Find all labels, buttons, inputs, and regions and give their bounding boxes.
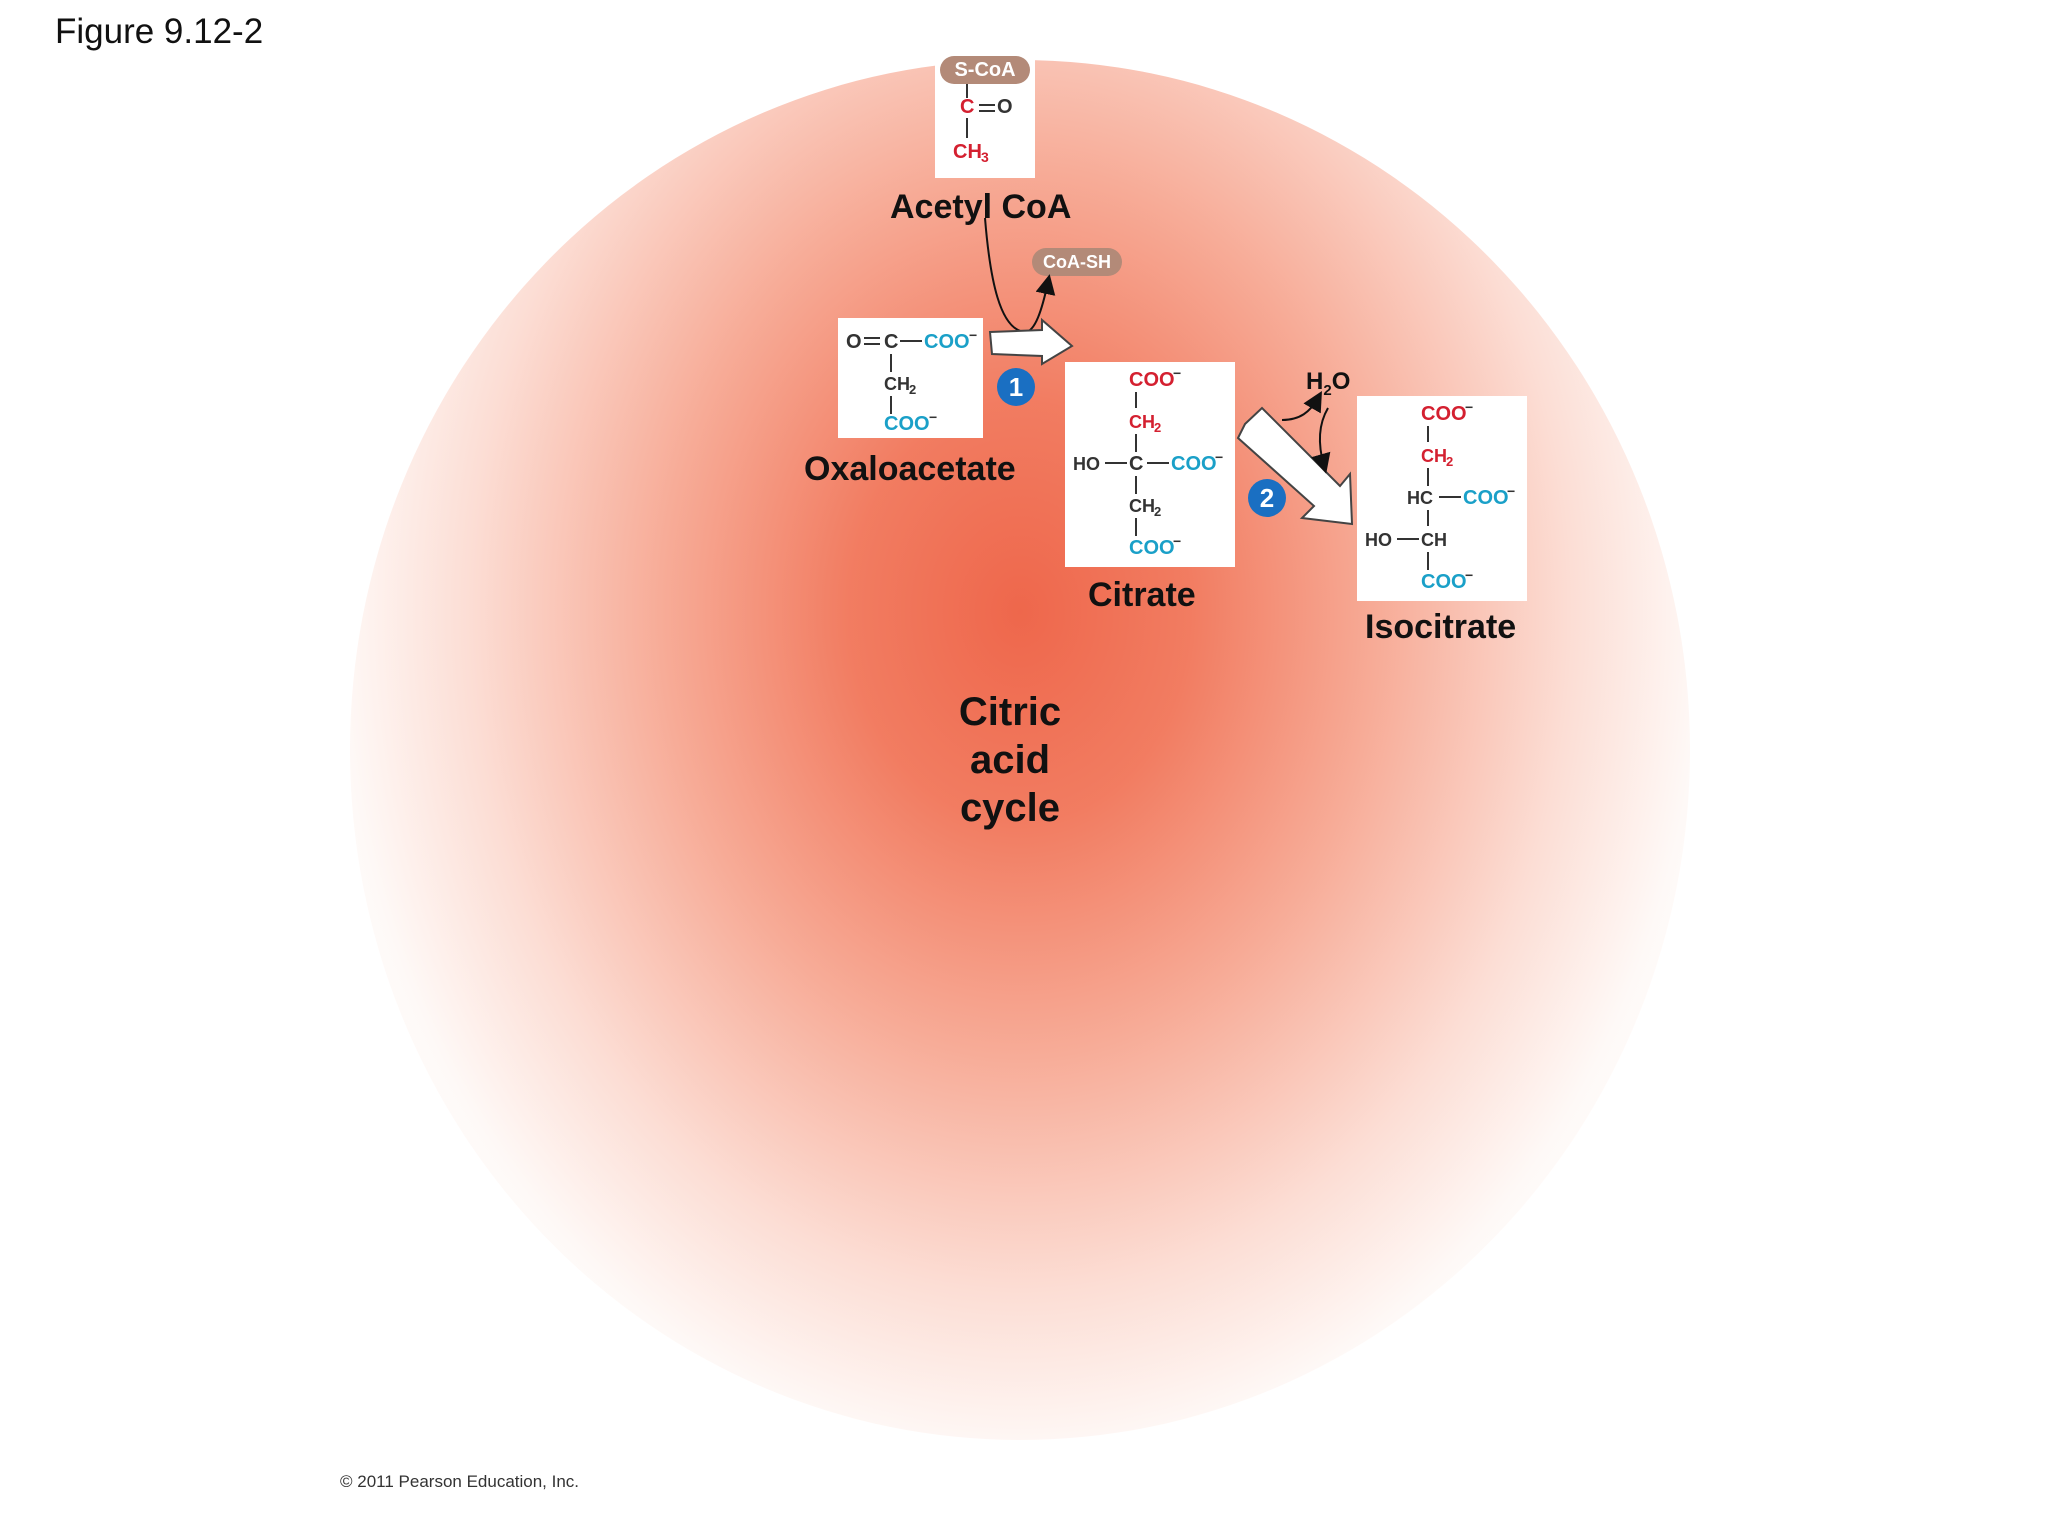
isocitrate-hc: HC [1407,488,1433,508]
water-sub: 2 [1323,381,1332,399]
coa-sh-pill: CoA-SH [1032,248,1122,276]
oxalo-coo-top: COO [924,331,970,353]
isocitrate-ch2: CH [1421,446,1447,466]
citric-acid-cycle-label: Citric acid cycle [920,688,1100,832]
citrate-ch2-top-sub: 2 [1154,420,1161,435]
oxaloacetate-label: Oxaloacetate [804,450,1016,488]
isocitrate-ho: HO [1365,530,1392,550]
isocitrate-coo-bottom-charge: − [1465,567,1473,583]
oxalo-coo-bottom: COO [884,413,930,435]
citrate-coo-bottom-charge: − [1173,533,1181,549]
water-h: H [1306,368,1324,395]
citrate-ch2-bottom: CH [1129,496,1155,516]
oxalo-coo-bottom-charge: − [929,409,937,425]
oxalo-o-atom: O [846,331,862,353]
acetyl-coa-svg: C O CH 3 [953,78,1013,165]
oxaloacetate-structure: O C COO − CH 2 COO − [838,318,983,438]
citrate-ch2-bottom-sub: 2 [1154,504,1161,519]
isocitrate-ch2-sub: 2 [1446,454,1453,469]
citrate-ho: HO [1073,454,1100,474]
citrate-structure: COO − CH 2 HO C COO − CH 2 COO − [1065,362,1235,567]
isocitrate-svg: COO − CH 2 HC COO − HO CH COO − [1365,399,1515,593]
isocitrate-ch: CH [1421,530,1447,550]
oxalo-ch2-atom: CH [884,374,910,394]
copyright-notice: © 2011 Pearson Education, Inc. [340,1472,580,1491]
water-label: H2O [1306,368,1350,399]
center-label-line-2: acid [969,738,1051,782]
oxalo-c-atom: C [884,331,898,353]
oxalo-ch2-subscript: 2 [909,382,916,397]
isocitrate-coo-right: COO [1463,487,1509,509]
citrate-coo-bottom: COO [1129,537,1175,559]
center-label-line-3: cycle [959,786,1061,830]
step-1-badge: 1 [997,368,1035,406]
water-o: O [1331,368,1351,395]
isocitrate-coo-right-charge: − [1507,483,1515,499]
citrate-label: Citrate [1088,576,1196,614]
isocitrate-coo-top-charge: − [1465,399,1473,415]
acetyl-coa-label: Acetyl CoA [890,188,1072,226]
citrate-coo-top: COO [1129,369,1175,391]
acetyl-c-atom: C [960,96,974,118]
citrate-coo-right: COO [1171,453,1217,475]
citrate-ch2-top: CH [1129,412,1155,432]
s-coa-pill: S-CoA [940,56,1030,84]
acetyl-ch3-atom: CH [953,141,982,163]
citrate-c: C [1129,453,1143,475]
isocitrate-label: Isocitrate [1365,608,1517,646]
citrate-coo-top-charge: − [1173,365,1181,381]
acetyl-o-atom: O [997,96,1013,118]
isocitrate-coo-bottom: COO [1421,571,1467,593]
step-2-badge: 2 [1248,479,1286,517]
oxaloacetate-svg: O C COO − CH 2 COO − [846,327,977,435]
isocitrate-coo-top: COO [1421,403,1467,425]
figure-title: Figure 9.12-2 [55,12,264,51]
citrate-svg: COO − CH 2 HO C COO − CH 2 COO − [1073,365,1223,559]
oxalo-coo-top-charge: − [969,327,977,343]
isocitrate-structure: COO − CH 2 HC COO − HO CH COO − [1357,396,1527,601]
center-label-line-1: Citric [958,690,1062,734]
acetyl-ch3-subscript: 3 [981,149,989,165]
citrate-coo-right-charge: − [1215,449,1223,465]
